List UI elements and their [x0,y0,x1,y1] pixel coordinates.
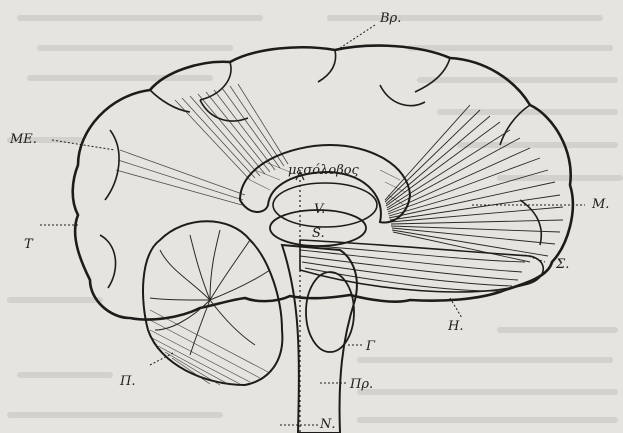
label-s: S. [312,226,325,241]
label-lower-left: Π. [119,374,135,389]
label-pr: Πρ. [349,377,373,392]
label-bottom: Ν. [319,417,336,432]
label-right-m: Μ. [591,197,609,212]
label-corpus: μεσόλοβος [288,163,360,178]
label-top: Βρ. [379,11,401,26]
label-gamma: Γ [365,339,376,354]
label-upper-left: ΜΕ. [9,132,37,147]
label-lower-right: Η. [447,319,463,334]
label-v: V. [314,202,325,217]
label-left: Τ [24,237,34,252]
label-right-sigma: Σ. [555,257,569,272]
